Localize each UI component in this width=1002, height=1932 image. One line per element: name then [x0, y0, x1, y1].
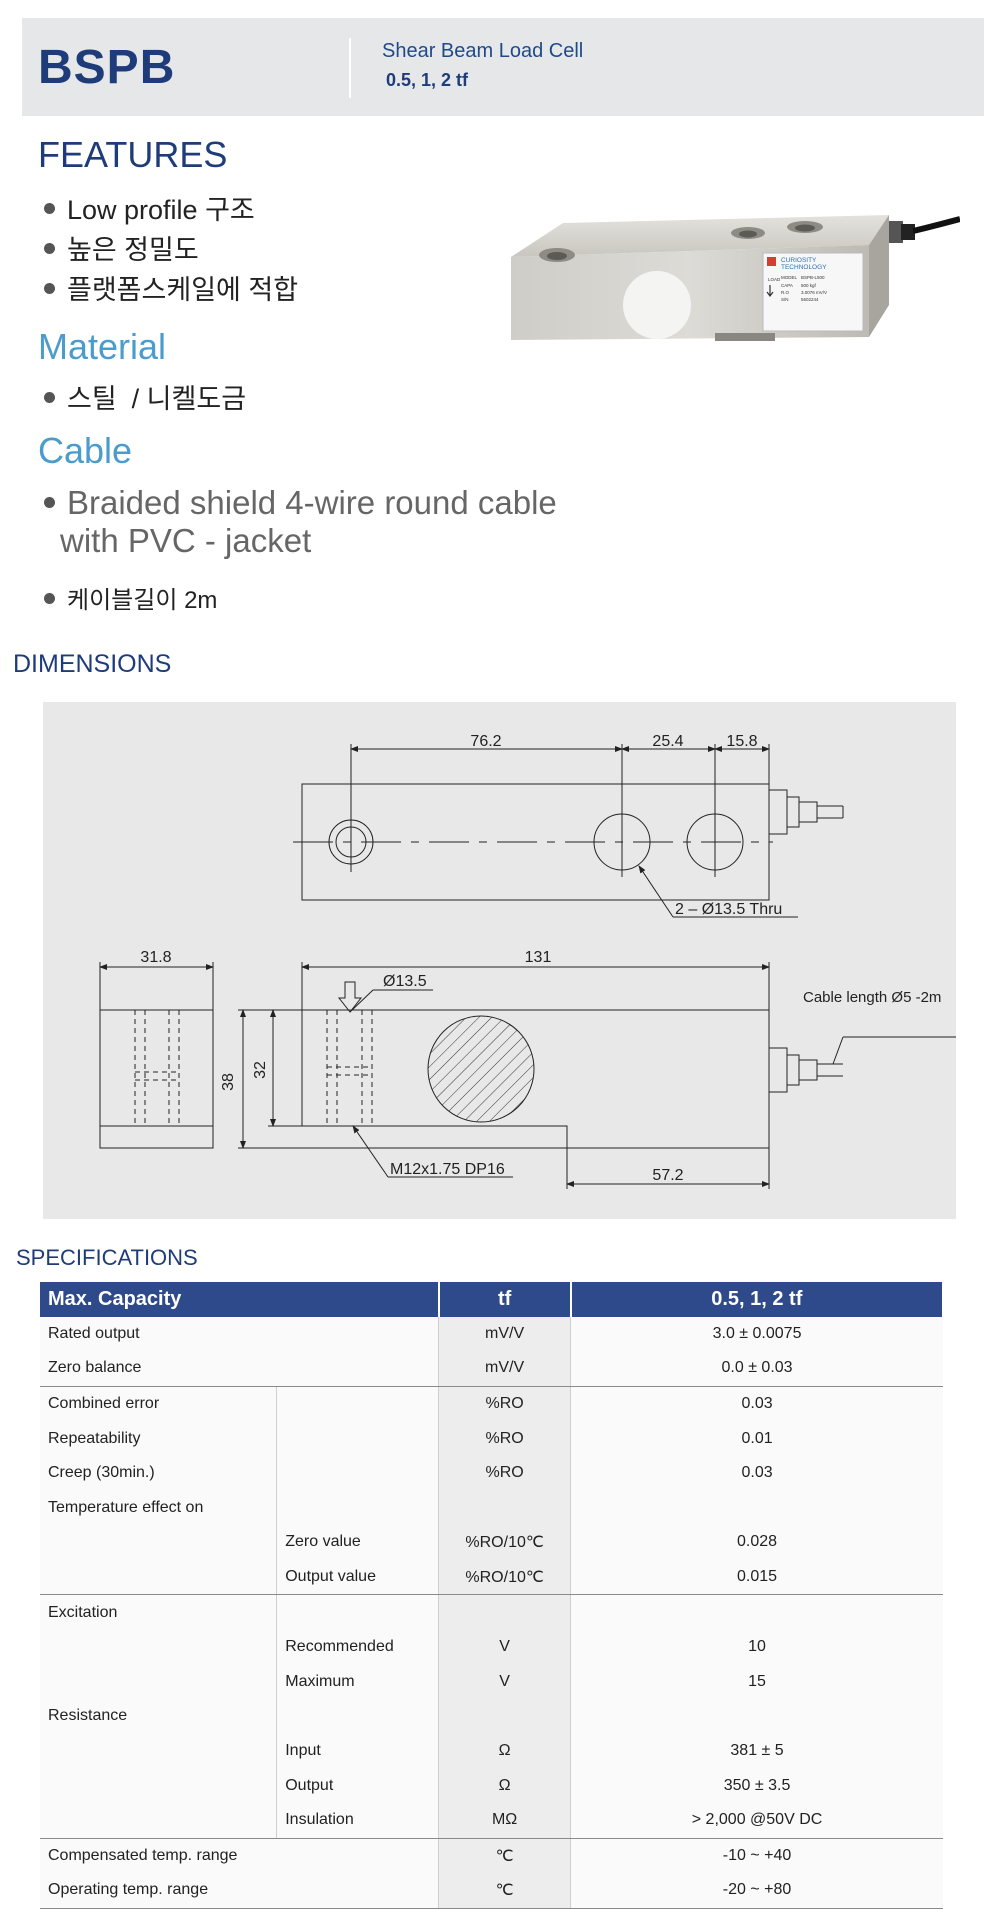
svg-text:MODEL: MODEL — [781, 275, 798, 280]
cable-heading: Cable — [38, 430, 133, 471]
cable-gland — [889, 216, 960, 243]
dim-76-2: 76.2 — [470, 733, 501, 750]
end-view — [99, 962, 214, 1149]
dim-thread: M12x1.75 DP16 — [390, 1161, 505, 1178]
table-header-row: Max. Capacity tf 0.5, 1, 2 tf — [40, 1282, 945, 1317]
features-heading: FEATURES — [38, 134, 228, 175]
sealing-cap — [623, 271, 691, 339]
cable-spec-line2: with PVC - jacket — [60, 522, 312, 559]
svg-text:TECHNOLOGY: TECHNOLOGY — [781, 264, 827, 271]
hatched-cap-icon — [427, 1015, 535, 1123]
product-subtitle: Shear Beam Load Cell — [382, 40, 584, 62]
dimension-drawing-panel: 76.2 25.4 15.8 2 – Ø13.5 Thru 31.8 — [43, 702, 956, 1219]
dim-25-4: 25.4 — [652, 733, 683, 750]
mount-hole-icon — [539, 221, 823, 262]
dim-131: 131 — [525, 949, 552, 966]
material-item: 스틸 / 니켈도금 — [44, 377, 246, 416]
model-title: BSPB — [38, 41, 176, 94]
header-banner: BSPB Shear Beam Load Cell 0.5, 1, 2 tf — [22, 18, 984, 116]
header-value: 0.5, 1, 2 tf — [570, 1282, 945, 1317]
bullet-dot — [44, 593, 55, 605]
dim-13-5: Ø13.5 — [383, 973, 427, 990]
dim-38: 38 — [220, 1073, 237, 1091]
load-arrow-icon — [766, 285, 774, 297]
bullet-dot — [44, 283, 55, 295]
dim-holes: 2 – Ø13.5 Thru — [675, 901, 782, 918]
bullet-dot — [44, 392, 55, 404]
product-photo: CURIOSITY TECHNOLOGY LOAD MODEL BSPB-L50… — [511, 215, 960, 341]
svg-text:BSPB-L500: BSPB-L500 — [801, 275, 825, 280]
brand-logo-icon — [767, 257, 776, 266]
capacity-range: 0.5, 1, 2 tf — [386, 70, 469, 90]
cable-length: 케이블길이 2m — [44, 580, 217, 615]
table-row: Compensated temp. range℃-10 ~ +40 — [40, 1838, 943, 1874]
top-view — [293, 744, 844, 918]
svg-text:500 kgf: 500 kgf — [801, 283, 817, 288]
svg-text:CURIOSITY: CURIOSITY — [781, 257, 817, 264]
dim-15-8: 15.8 — [726, 733, 757, 750]
product-label: CURIOSITY TECHNOLOGY LOAD MODEL BSPB-L50… — [762, 252, 864, 332]
material-heading: Material — [38, 326, 167, 367]
header-divider — [349, 38, 351, 98]
header-max-capacity: Max. Capacity — [40, 1282, 440, 1317]
svg-text:CAPA: CAPA — [781, 283, 793, 288]
table-row: Resistance — [40, 1699, 943, 1734]
dim-31-8: 31.8 — [140, 949, 171, 966]
feature-item: 높은 정밀도 — [44, 228, 199, 267]
cable-spec-line1: Braided shield 4-wire round cable — [44, 484, 557, 522]
feature-item: 플랫폼스케일에 적합 — [44, 268, 298, 307]
bullet-dot — [44, 203, 55, 215]
header-unit: tf — [438, 1282, 572, 1317]
table-row: Temperature effect on — [40, 1490, 943, 1526]
svg-text:5602244: 5602244 — [801, 297, 819, 302]
feature-item: Low profile 구조 — [44, 188, 255, 227]
table-row: Excitation — [40, 1594, 943, 1630]
cable-length-label: Cable length Ø5 -2m — [803, 989, 941, 1006]
dim-32: 32 — [252, 1061, 269, 1079]
dim-57-2: 57.2 — [652, 1167, 683, 1184]
specifications-table: Max. Capacity tf 0.5, 1, 2 tf Rated outp… — [40, 1282, 945, 1909]
side-view — [238, 962, 956, 1189]
dimensions-heading: DIMENSIONS — [13, 650, 172, 678]
bullet-dot — [44, 243, 55, 255]
table-row: Operating temp. range℃-20 ~ +80 — [40, 1873, 943, 1909]
specifications-heading: SPECIFICATIONS — [16, 1245, 198, 1270]
svg-text:S/N: S/N — [781, 297, 789, 302]
dimension-drawing: 76.2 25.4 15.8 2 – Ø13.5 Thru 31.8 — [99, 733, 956, 1189]
svg-text:LOAD: LOAD — [768, 277, 781, 282]
svg-text:3.0076 mV/V: 3.0076 mV/V — [801, 290, 827, 295]
bullet-dot — [44, 496, 55, 508]
svg-text:R.O: R.O — [781, 290, 790, 295]
